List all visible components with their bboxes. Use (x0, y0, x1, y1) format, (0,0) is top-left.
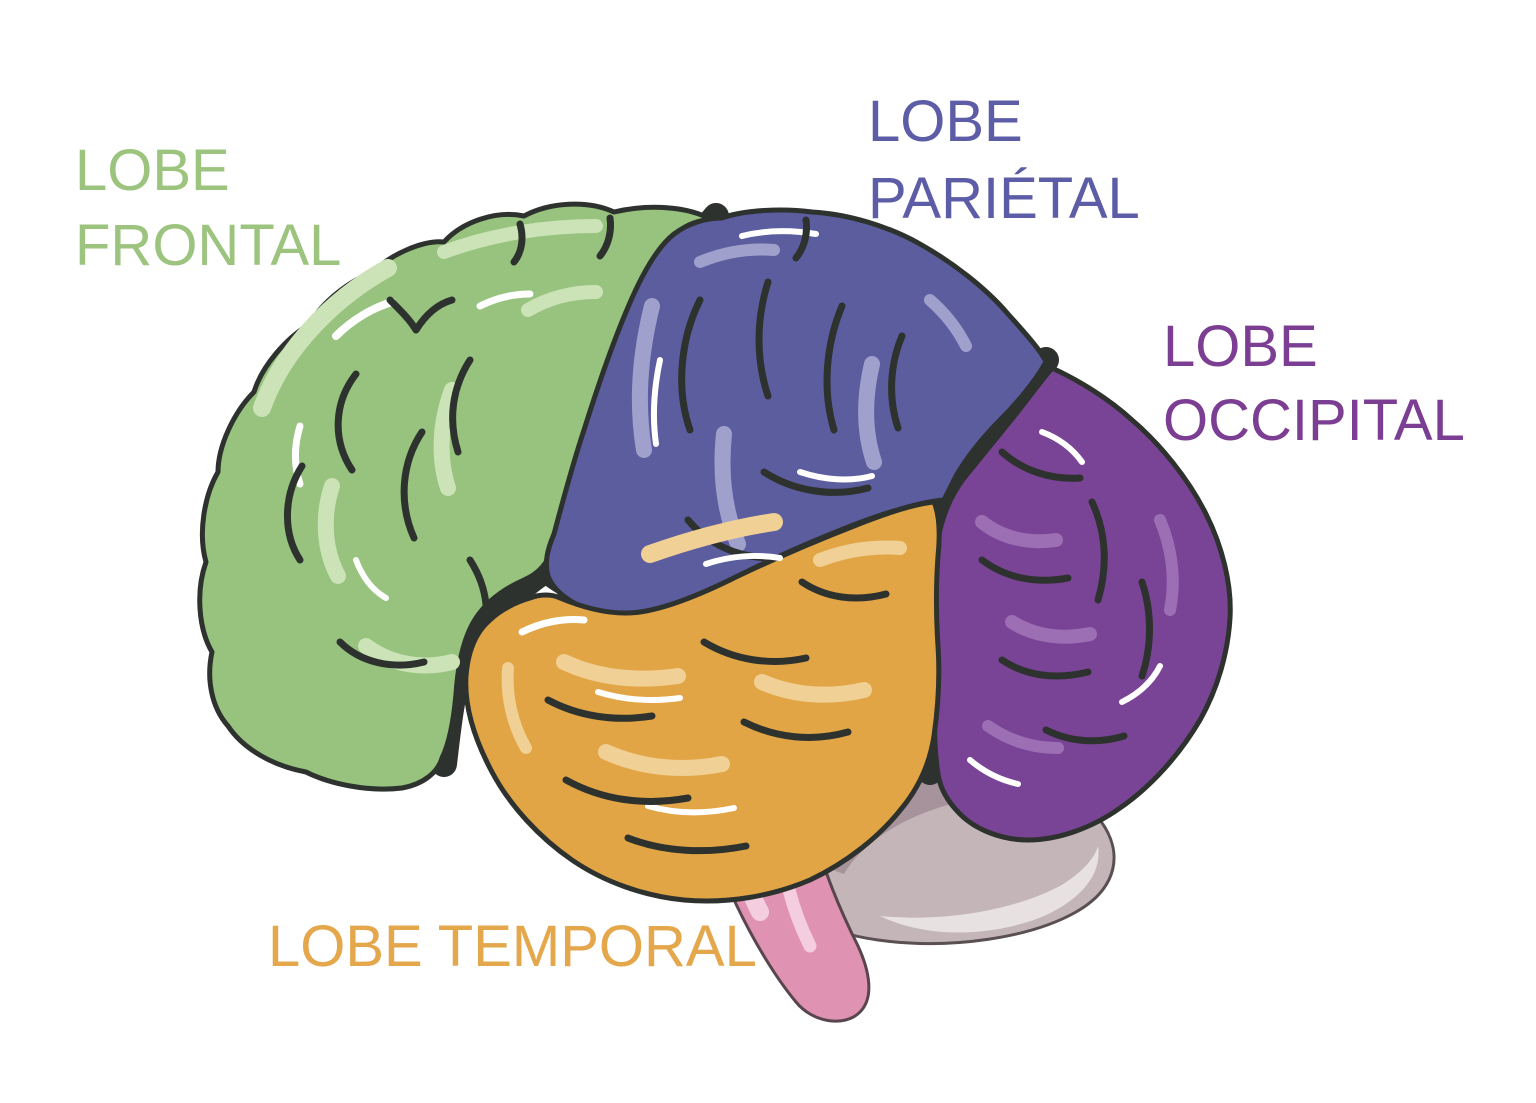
sulcus-line (760, 468, 872, 496)
sulcus-line (792, 216, 810, 262)
glint-line (595, 689, 683, 703)
temporal-label: LOBE TEMPORAL (268, 914, 757, 979)
sulcus-line (336, 638, 428, 669)
cerebellum-highlight (880, 846, 1099, 933)
sulcus-line (1042, 726, 1128, 745)
temporal-lobe-region (463, 499, 942, 904)
temporal-highlights (501, 513, 907, 776)
sulcus-line (562, 776, 692, 805)
labels: LOBE FRONTAL LOBE PARIÉTAL LOBE OCCIPITA… (75, 89, 1465, 979)
highlight-line (1154, 514, 1179, 616)
frontal-label-line2: FRONTAL (75, 213, 341, 278)
sulcus-line (998, 448, 1084, 482)
highlight-line (813, 540, 907, 567)
parietal-label-line1: LOBE (868, 89, 1023, 154)
frontal-label-line1: LOBE (75, 138, 230, 203)
parietal-highlights (631, 243, 972, 552)
sulcus-line (334, 370, 360, 474)
sulcus-line (740, 718, 852, 741)
occipital-glints (967, 429, 1163, 787)
parietal-label-line2: PARIÉTAL (868, 166, 1140, 231)
occipital-label-line1: LOBE (1163, 314, 1318, 379)
highlight-line (858, 356, 882, 470)
sulcus-line (700, 638, 810, 665)
highlight-line (598, 744, 730, 776)
glint-line (703, 553, 783, 567)
occipital-lobe-region (931, 365, 1233, 843)
highlight-line (694, 243, 780, 268)
occipital-lobe-shape (931, 365, 1233, 843)
sulcus-line (449, 356, 474, 456)
highlight-line (433, 382, 460, 496)
sulcus-line (283, 462, 306, 564)
sulcus-line (678, 296, 704, 434)
sulcus-line (386, 296, 456, 334)
glint-line (518, 616, 588, 636)
highlight-line (521, 285, 603, 317)
sulcus-line (998, 656, 1092, 680)
sulcus-line (544, 696, 656, 722)
highlight-line (501, 662, 532, 754)
glint-line (1039, 429, 1085, 465)
occipital-highlights (975, 514, 1179, 754)
sulcus-line (400, 428, 426, 542)
sulcus-line (888, 332, 906, 432)
sulcus-line (823, 302, 846, 434)
highlight-line (754, 674, 872, 703)
highlight-line (975, 515, 1063, 549)
temporal-glints (518, 553, 783, 816)
glint-line (292, 422, 304, 488)
highlight-line (641, 513, 783, 563)
sulcus-line (1088, 498, 1108, 604)
glint-line (650, 357, 663, 447)
sulcus-line (596, 214, 614, 260)
temporal-sulci (544, 578, 890, 855)
glint-line (797, 469, 875, 483)
glint-line (476, 290, 534, 310)
temporal-lobe-shape (463, 499, 942, 904)
highlight-line (631, 298, 660, 458)
glint-line (645, 803, 737, 816)
glint-line (353, 557, 389, 601)
highlight-line (556, 654, 686, 687)
glint-line (1119, 663, 1163, 705)
sulcus-line (1138, 578, 1153, 680)
sulcus-line (510, 220, 526, 266)
highlight-line (924, 294, 972, 352)
frontal-sulci (283, 214, 614, 669)
sulcus-line (978, 556, 1072, 584)
glint-line (967, 757, 1021, 787)
sulcus-line (755, 278, 772, 400)
highlight-line (1005, 615, 1097, 644)
glint-line (332, 298, 396, 340)
highlight-line (253, 259, 397, 417)
sulcus-line (624, 834, 750, 855)
sulcus-line (798, 578, 890, 602)
frontal-glints (292, 290, 534, 601)
highlight-line (317, 478, 346, 584)
occipital-sulci (978, 448, 1153, 745)
highlight-line (982, 720, 1064, 754)
occipital-label-line2: OCCIPITAL (1163, 388, 1465, 453)
